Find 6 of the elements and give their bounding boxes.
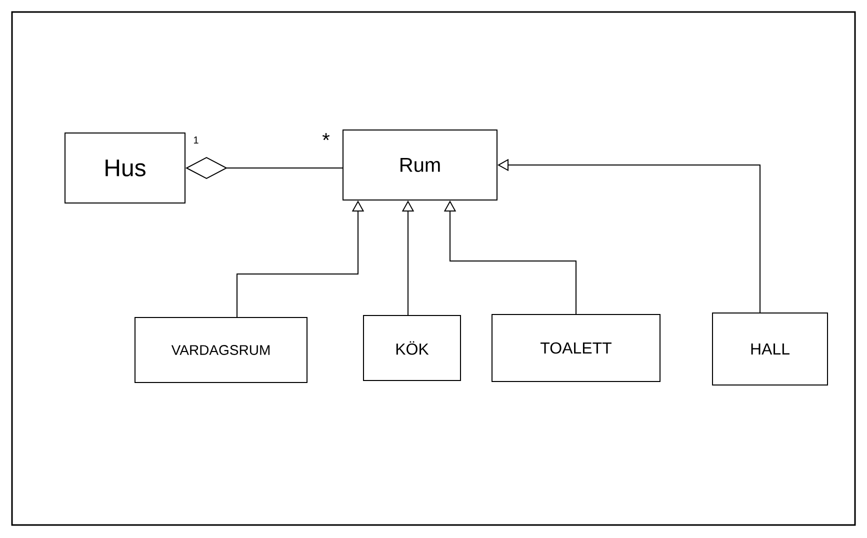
class-box: TOALETT: [492, 314, 660, 382]
class-box: VARDAGSRUM: [134, 317, 308, 383]
class-box: HALL: [712, 312, 828, 386]
class-box: KÖK: [363, 315, 461, 381]
class-box: Rum: [342, 130, 498, 200]
class-box: Hus: [64, 132, 186, 204]
